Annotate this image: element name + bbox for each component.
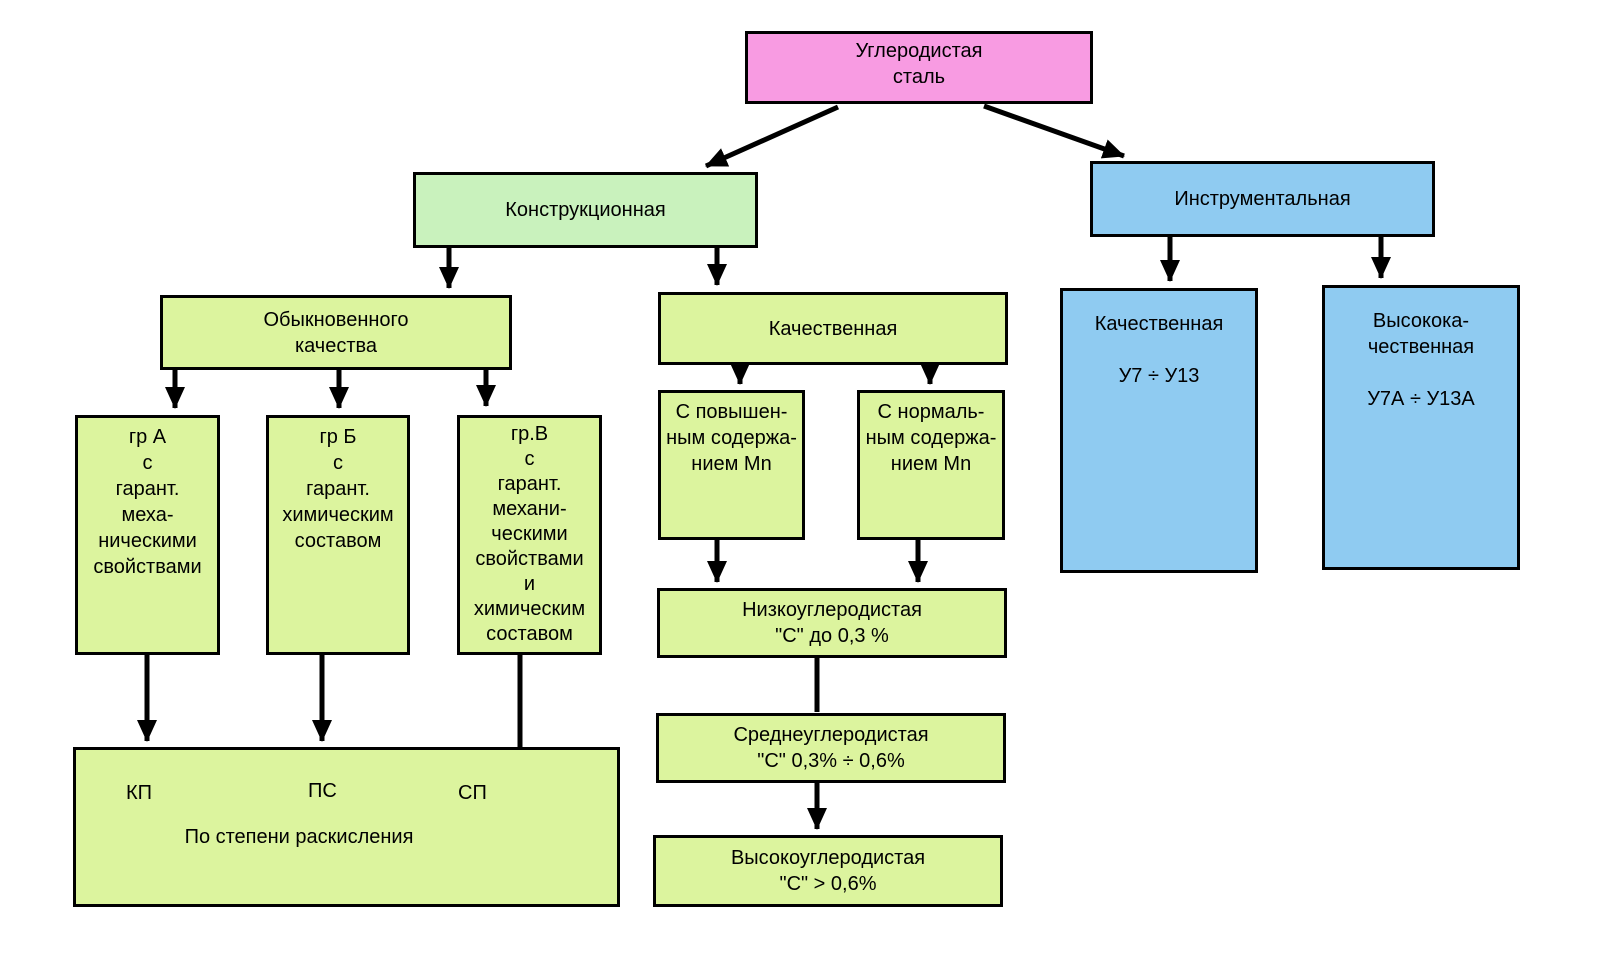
node-structural: Конструкционная [413, 172, 758, 248]
node-high-mn: С повышен- ным содержа- нием Mn [658, 390, 805, 540]
node-group-b-label: гр Б с гарант. химическим составом [282, 426, 394, 552]
deoxidation-ps-label: ПС [308, 780, 337, 802]
node-normal-mn-label: С нормаль- ным содержа- нием Mn [865, 401, 997, 475]
deoxidation-kp-label: КП [126, 782, 153, 804]
node-group-a: гр А с гарант. меха- ническими свойствам… [75, 415, 220, 655]
node-structural-label: Конструкционная [505, 199, 666, 221]
node-tool-high-quality: Высокока- чественная У7А ÷ У13А [1322, 285, 1520, 570]
node-medium-carbon-label: Среднеуглеродистая "С" 0,3% ÷ 0,6% [733, 724, 929, 772]
arrow-root-to-structural [704, 104, 840, 169]
node-high-mn-label: С повышен- ным содержа- нием Mn [666, 401, 797, 475]
node-high-carbon-label: Высокоуглеродистая "С" > 0,6% [730, 847, 926, 895]
node-normal-mn: С нормаль- ным содержа- нием Mn [857, 390, 1005, 540]
node-deoxidation-degree: КП ПС СП По степени раскисления [73, 747, 620, 907]
node-ordinary-quality: Обыкновенного качества [160, 295, 512, 370]
node-group-v-label: гр.В с гарант. механи- ческими свойствам… [473, 423, 586, 645]
node-ordinary-quality-label: Обыкновенного качества [263, 308, 409, 357]
node-group-v: гр.В с гарант. механи- ческими свойствам… [457, 415, 602, 655]
node-quality: Качественная [658, 292, 1008, 365]
node-group-a-label: гр А с гарант. меха- ническими свойствам… [93, 426, 202, 578]
deoxidation-caption: По степени раскисления [184, 826, 414, 848]
deoxidation-sp-label: СП [458, 782, 487, 804]
node-tool: Инструментальная [1090, 161, 1435, 237]
node-high-carbon: Высокоуглеродистая "С" > 0,6% [653, 835, 1003, 907]
node-carbon-steel: Углеродистая сталь [745, 31, 1093, 104]
node-group-b: гр Б с гарант. химическим составом [266, 415, 410, 655]
node-carbon-steel-label: Углеродистая сталь [855, 40, 983, 88]
node-tool-label: Инструментальная [1174, 188, 1351, 210]
node-medium-carbon: Среднеуглеродистая "С" 0,3% ÷ 0,6% [656, 713, 1006, 783]
node-low-carbon-label: Низкоуглеродистая "С" до 0,3 % [742, 599, 922, 647]
node-tool-high-quality-label: Высокока- чественная У7А ÷ У13А [1367, 310, 1475, 410]
node-tool-quality: Качественная У7 ÷ У13 [1060, 288, 1258, 573]
arrow-root-to-tool [983, 103, 1125, 159]
node-low-carbon: Низкоуглеродистая "С" до 0,3 % [657, 588, 1007, 658]
node-tool-quality-label: Качественная У7 ÷ У13 [1094, 313, 1224, 387]
node-quality-label: Качественная [768, 317, 898, 340]
